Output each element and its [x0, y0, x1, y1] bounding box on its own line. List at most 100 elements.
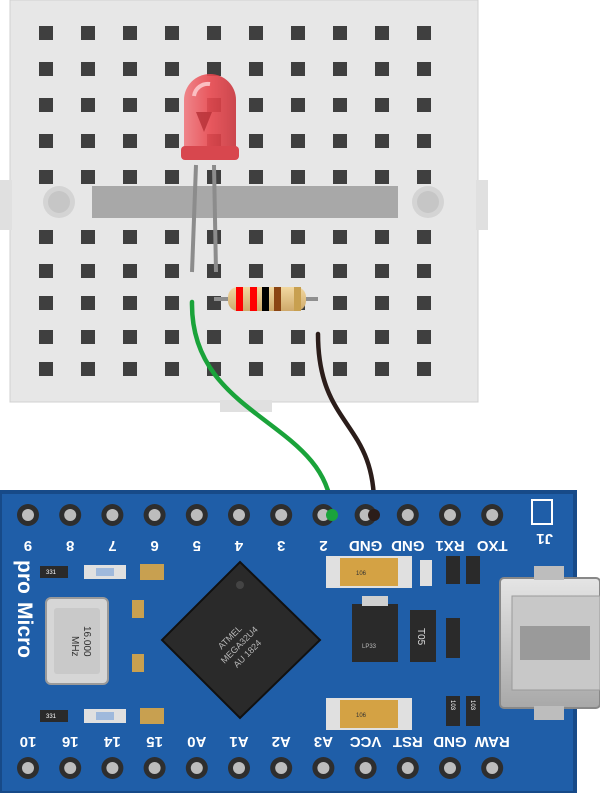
top-pin-label: RX1 [435, 537, 464, 554]
res-331-top-label: 331 [46, 570, 57, 576]
breadboard-hole [39, 170, 53, 184]
bottom-pin-label: RST [393, 733, 423, 750]
bottom-pin-label: GND [433, 733, 467, 750]
breadboard-hole [81, 134, 95, 148]
header-pin-pad [401, 509, 414, 521]
breadboard-hole [249, 62, 263, 76]
breadboard-hole [81, 170, 95, 184]
breadboard-hole [249, 170, 263, 184]
tantalum-cap-top-label: 106 [356, 571, 367, 577]
breadboard-hole [333, 62, 347, 76]
breadboard-hole [165, 330, 179, 344]
bottom-pin-label: VCC [350, 733, 382, 750]
bottom-pin-label: 16 [62, 733, 79, 750]
breadboard-hole [165, 230, 179, 244]
diode [410, 610, 436, 662]
usb-tab-top [534, 566, 564, 580]
header-pin-pad [444, 762, 456, 774]
pin-header-top [17, 504, 504, 526]
res-right-2 [466, 556, 480, 584]
resistor-band [236, 287, 243, 311]
resistor [214, 287, 318, 311]
header-pin-pad [148, 762, 161, 774]
usb-connector [499, 566, 600, 720]
breadboard-hole [123, 230, 137, 244]
header-pin-pad [190, 762, 203, 774]
res-right-5 [466, 696, 480, 726]
breadboard-hole [207, 26, 221, 40]
led-leg-left [190, 164, 198, 273]
header-pin-pad [233, 762, 245, 774]
microcontroller-chip: ATMEL MEGA32U4 AU 1824 [160, 560, 322, 720]
chip-body [160, 560, 322, 720]
breadboard-hole [291, 134, 305, 148]
breadboard-hole [375, 62, 389, 76]
bottom-pin-label: 15 [146, 733, 163, 750]
breadboard-hole [291, 62, 305, 76]
center-channel [92, 186, 398, 218]
breadboard-hole [417, 134, 431, 148]
res-331-top [40, 566, 68, 578]
led-smd-top-inner [96, 568, 114, 576]
breadboard-hole [39, 362, 53, 376]
breadboard-hole [291, 230, 305, 244]
breadboard-hole [39, 134, 53, 148]
led-highlight [192, 81, 211, 97]
side-label-1: 103 [449, 700, 455, 711]
breadboard-hole [291, 170, 305, 184]
brand-micro: Micro [13, 602, 36, 658]
breadboard-hole [123, 170, 137, 184]
breadboard-hole [375, 230, 389, 244]
breadboard-hole [207, 330, 221, 344]
led-smd-right [420, 560, 432, 586]
breadboard-hole [375, 264, 389, 278]
led-rim [181, 146, 239, 160]
breadboard-hole [417, 264, 431, 278]
breadboard-hole [291, 26, 305, 40]
side-label-2: 103 [469, 700, 475, 711]
usb-tongue [520, 626, 590, 660]
top-pin-label: 7 [108, 537, 116, 554]
breadboard-hole [417, 170, 431, 184]
top-pin-label: 8 [66, 537, 74, 554]
breadboard-hole [123, 134, 137, 148]
j1-jumper [531, 499, 553, 525]
breadboard-hole [249, 330, 263, 344]
bottom-pin-label: 10 [20, 733, 37, 750]
breadboard-hole [81, 26, 95, 40]
breadboard-hole [123, 330, 137, 344]
breadboard-hole [165, 264, 179, 278]
breadboard-hole [333, 98, 347, 112]
breadboard-hole [417, 330, 431, 344]
bottom-pin-label: A0 [187, 733, 206, 750]
breadboard-hole [249, 26, 263, 40]
crystal-sub: MHz [69, 636, 80, 657]
bottom-pin-label: A1 [229, 733, 248, 750]
header-pin-pad [444, 509, 456, 521]
breadboard-hole [417, 362, 431, 376]
resistor-band [294, 287, 301, 311]
breadboard-tab-left [0, 180, 12, 230]
res-right-1 [446, 556, 460, 584]
ground-wire [315, 331, 377, 518]
cap-smd-top [140, 564, 164, 580]
mount-hole-right-inner [417, 191, 439, 213]
breadboard-hole [165, 98, 179, 112]
header-pin-pad [359, 509, 372, 521]
top-pin-label: 2 [319, 537, 327, 554]
breadboard-hole [39, 62, 53, 76]
breadboard-hole [123, 26, 137, 40]
breadboard-hole [81, 296, 95, 310]
header-pin-pad [317, 762, 330, 774]
cap-small-1 [132, 600, 144, 618]
breadboard-hole [39, 330, 53, 344]
breadboard-hole [39, 26, 53, 40]
breadboard-hole [417, 98, 431, 112]
breadboard-hole [333, 170, 347, 184]
breadboard-hole [375, 134, 389, 148]
breadboard-hole [81, 264, 95, 278]
breadboard-tab-right [476, 180, 488, 230]
top-pin-label: 3 [277, 537, 285, 554]
